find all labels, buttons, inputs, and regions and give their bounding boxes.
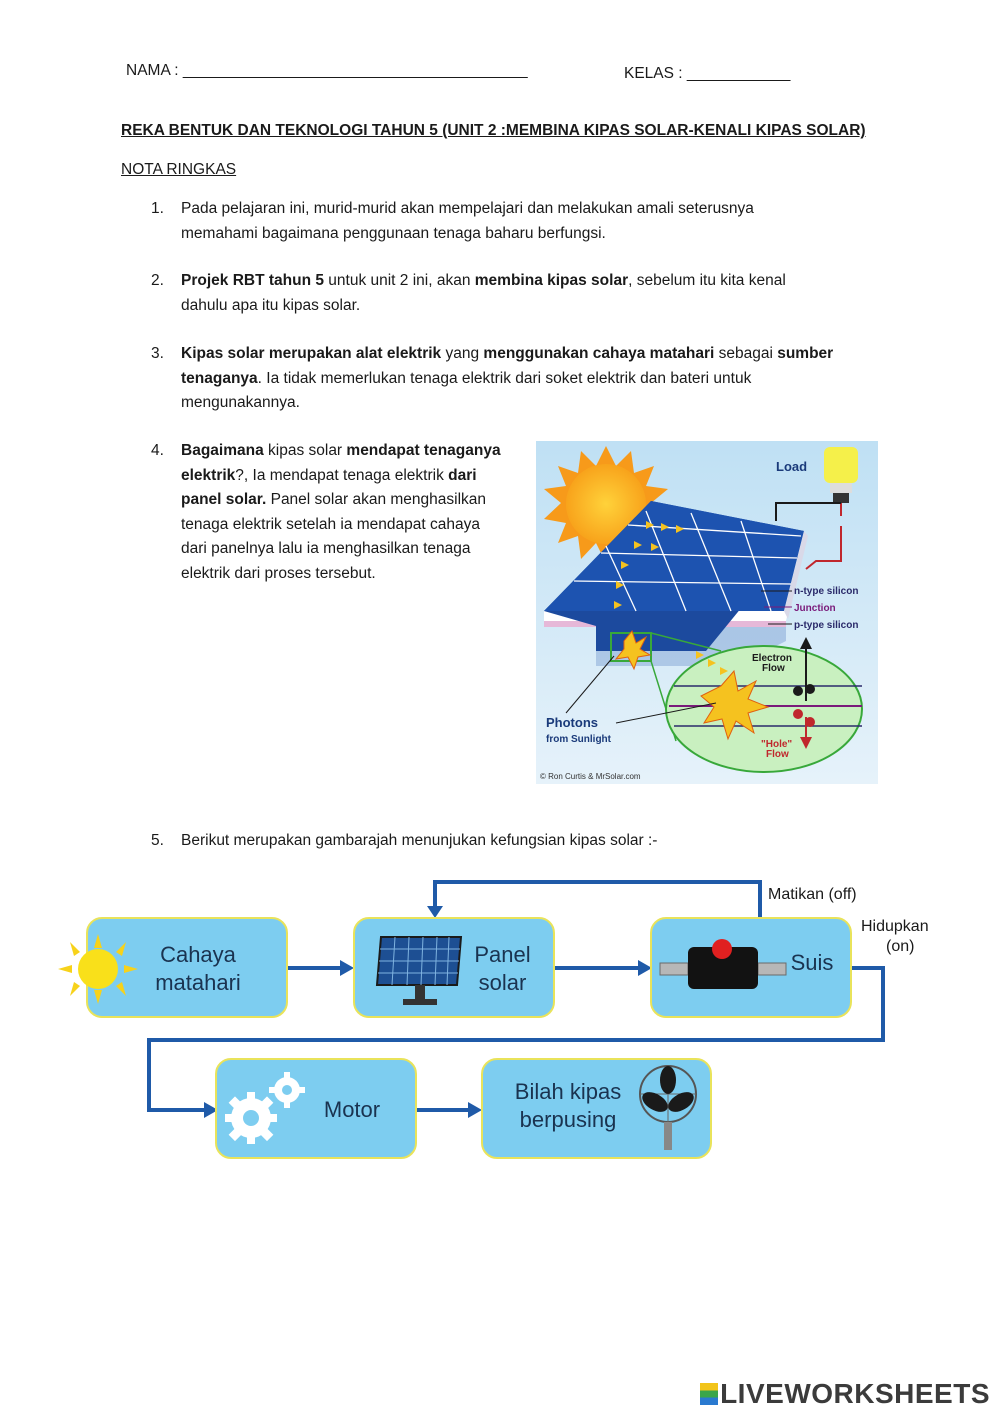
solar-panel-icon — [375, 936, 463, 1005]
junction-label: Junction — [794, 603, 836, 614]
credit-label: © Ron Curtis & MrSolar.com — [540, 772, 641, 781]
box-label: berpusing — [519, 1107, 617, 1132]
flow-connectors — [147, 880, 885, 1118]
item-3-text: Kipas solar merupakan alat elektrik yang… — [181, 345, 834, 411]
section-subtitle: NOTA RINGKAS — [121, 161, 237, 178]
flow-box-cahaya-matahari: Cahaya matahari — [58, 917, 288, 1018]
box-label: Cahaya — [160, 942, 236, 967]
item-number: 5. — [151, 832, 164, 849]
kelas-field[interactable]: KELAS : ____________ — [624, 65, 791, 82]
box-label: matahari — [155, 970, 241, 995]
box-label: solar — [478, 970, 527, 995]
flow-box-bilah-kipas: Bilah kipas berpusing — [481, 1058, 712, 1159]
light-bulb-icon — [824, 447, 858, 503]
from-sunlight-label: from Sunlight — [546, 734, 612, 745]
on-label-sub: (on) — [886, 938, 915, 955]
p-type-label: p-type silicon — [794, 620, 858, 631]
item-2-text: Projek RBT tahun 5 untuk unit 2 ini, aka… — [181, 272, 786, 314]
load-label: Load — [776, 459, 807, 474]
on-label: Hidupkan — [861, 918, 929, 935]
box-label: Suis — [790, 950, 834, 975]
item-number: 3. — [151, 345, 164, 362]
switch-icon — [659, 939, 787, 989]
sun-icon — [58, 934, 138, 1004]
gears-icon — [225, 1072, 305, 1144]
item-5-text: Berikut merupakan gambarajah menunjukan … — [181, 832, 658, 849]
item-4-text: Bagaimana kipas solar mendapat tenaganya… — [181, 442, 501, 582]
item-1-text: Pada pelajaran ini, murid-murid akan mem… — [181, 200, 754, 242]
flow-box-panel-solar: Panel solar — [353, 917, 555, 1018]
box-label: Panel — [474, 942, 531, 967]
nama-field[interactable]: NAMA : _________________________________… — [126, 62, 528, 79]
off-label: Matikan (off) — [768, 886, 857, 903]
box-label: Bilah kipas — [514, 1079, 622, 1104]
solar-panel-icon — [544, 501, 808, 651]
flow-box-motor: Motor — [215, 1058, 417, 1159]
flow-box-suis: Suis — [650, 917, 852, 1018]
page-title: REKA BENTUK DAN TEKNOLOGI TAHUN 5 (UNIT … — [121, 122, 866, 139]
box-label: Motor — [323, 1097, 381, 1122]
item-number: 4. — [151, 442, 164, 459]
solar-cell-figure: Load n-type silicon Junction p-type sili… — [536, 441, 878, 784]
logo-icon — [700, 1383, 719, 1405]
fan-icon — [639, 1065, 697, 1150]
item-number: 2. — [151, 272, 164, 289]
item-number: 1. — [151, 200, 164, 217]
photons-label: Photons — [546, 715, 598, 730]
hole-flow-label: "Hole"Flow — [761, 739, 792, 760]
n-type-label: n-type silicon — [794, 586, 858, 597]
liveworksheets-logo: LIVEWORKSHEETS — [700, 1378, 990, 1410]
